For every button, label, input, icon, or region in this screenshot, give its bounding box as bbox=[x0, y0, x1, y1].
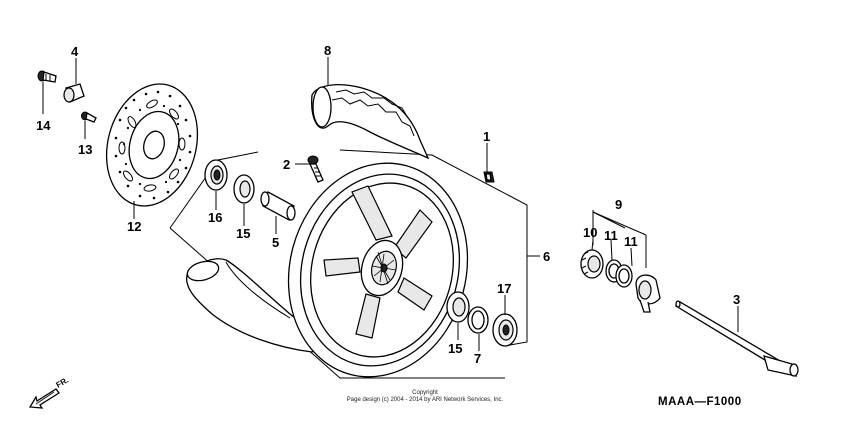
copyright-title: Copyright bbox=[412, 390, 438, 396]
axle-illustration bbox=[674, 300, 799, 377]
callout-labels: 4 14 13 12 8 2 1 16 15 5 6 15 7 17 9 10 … bbox=[36, 43, 740, 366]
callout-11-left: 11 bbox=[604, 228, 618, 243]
callout-15-right: 15 bbox=[448, 341, 462, 356]
bearing-17-illustration bbox=[492, 313, 518, 347]
bolt-14-illustration bbox=[37, 70, 57, 83]
callout-17: 17 bbox=[497, 281, 511, 296]
copyright-block: Copyright Page design (c) 2004 - 2014 by… bbox=[347, 390, 504, 403]
callout-13: 13 bbox=[78, 142, 92, 157]
seal-15-right-illustration bbox=[446, 291, 470, 323]
callout-14: 14 bbox=[36, 118, 51, 133]
bolt-13-illustration bbox=[81, 111, 97, 123]
callout-1: 1 bbox=[483, 129, 490, 144]
callout-6: 6 bbox=[543, 249, 550, 264]
callout-3: 3 bbox=[733, 292, 740, 307]
brake-disk-illustration bbox=[105, 83, 199, 207]
callout-16: 16 bbox=[208, 210, 222, 225]
callout-10: 10 bbox=[583, 225, 597, 240]
callout-5: 5 bbox=[272, 235, 279, 250]
callout-15-left: 15 bbox=[236, 226, 250, 241]
callout-7: 7 bbox=[474, 351, 481, 366]
copyright-notice: Page design (c) 2004 - 2014 by ARI Netwo… bbox=[347, 397, 504, 403]
callout-12: 12 bbox=[127, 219, 141, 234]
leader-lines bbox=[42, 57, 739, 351]
washer-11-right-illustration bbox=[615, 264, 633, 288]
wheel-rim-illustration bbox=[287, 162, 469, 378]
callout-4: 4 bbox=[71, 44, 79, 59]
collar-nut-illustration bbox=[63, 83, 85, 103]
gearbox-housing-illustration bbox=[635, 274, 661, 313]
diagram-code: MAAA—F1000 bbox=[658, 396, 742, 408]
callout-11-right: 11 bbox=[624, 234, 638, 249]
callout-8: 8 bbox=[324, 43, 331, 58]
seal-15-left-illustration bbox=[233, 174, 255, 204]
bearing-16-illustration bbox=[204, 159, 228, 191]
front-label: FR. bbox=[55, 375, 71, 389]
callout-2: 2 bbox=[283, 157, 290, 172]
tire-upper-illustration bbox=[311, 84, 430, 160]
front-direction-indicator: FR. bbox=[28, 375, 71, 409]
bolt-2-illustration bbox=[307, 155, 324, 183]
spacer-illustration bbox=[260, 191, 296, 221]
valve-illustration bbox=[483, 171, 495, 183]
callout-9: 9 bbox=[615, 197, 622, 212]
speedometer-gear-illustration bbox=[580, 249, 604, 279]
snap-ring-illustration bbox=[467, 306, 489, 334]
